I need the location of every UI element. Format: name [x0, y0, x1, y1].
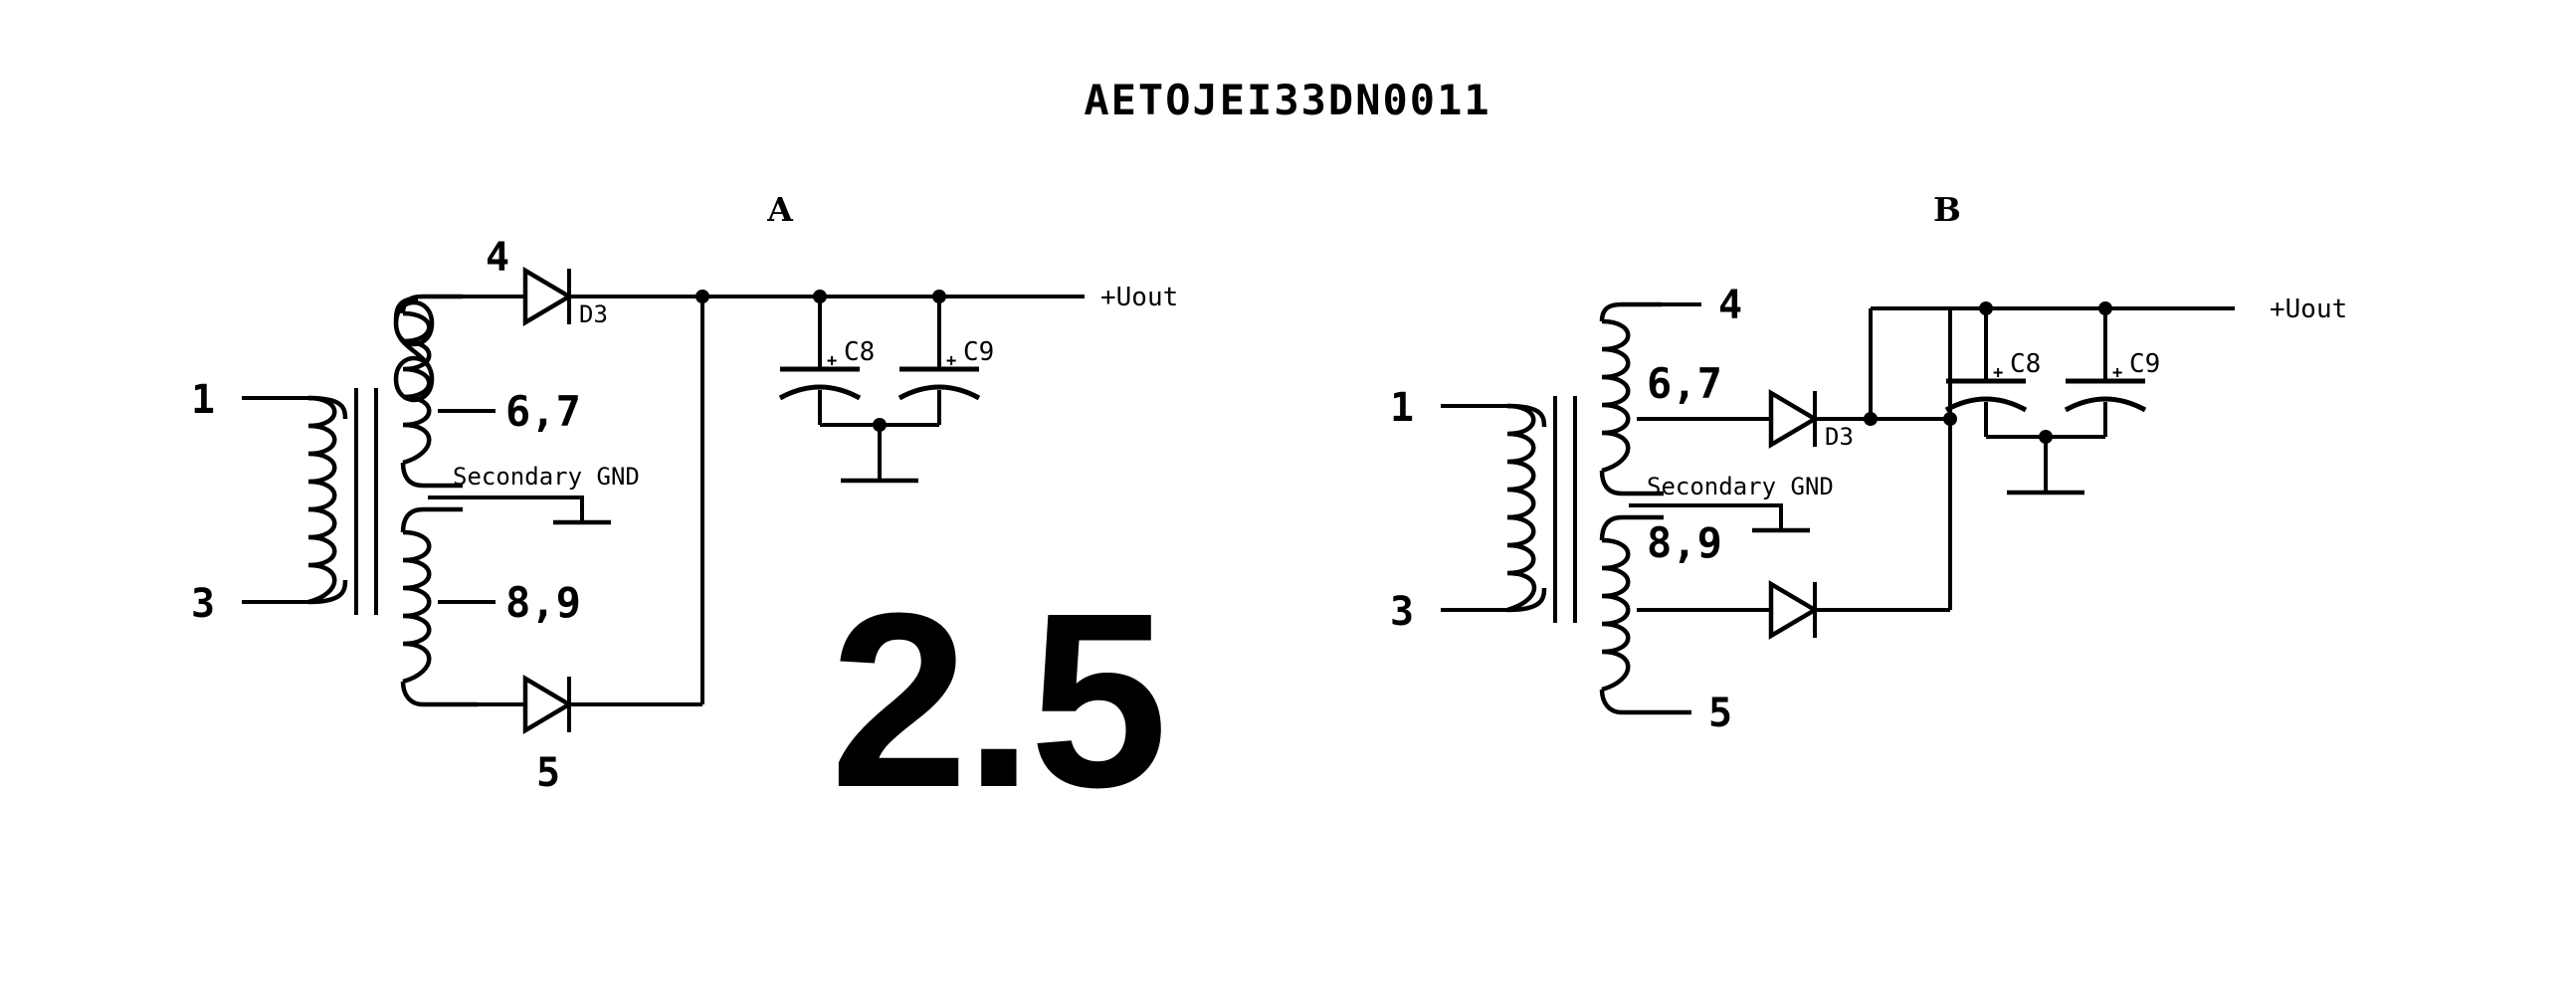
diode-lower-b — [1768, 580, 1950, 640]
circuit-b: B 1 3 — [1390, 190, 2347, 736]
pin-label-5-a: 5 — [536, 750, 560, 796]
diode-lower-a — [478, 675, 702, 734]
output-label-b: +Uout — [2270, 295, 2347, 324]
circuit-a: A 1 3 — [191, 190, 1178, 796]
output-bus-a: +Uout + C8 + C9 — [702, 283, 1178, 484]
transformer-primary-b: 1 3 — [1390, 385, 1547, 635]
capacitor-polarity-c8-a: + — [827, 351, 837, 371]
section-label-b: B — [1933, 190, 1961, 229]
secondary-gnd-a: Secondary GND — [428, 463, 640, 525]
capacitor-ground-a — [820, 418, 939, 484]
transformer-secondary-a: 6,7 8,9 4 5 — [393, 235, 581, 796]
tap-label-67-a: 6,7 — [505, 387, 581, 436]
capacitor-ref-c8-a: C8 — [844, 337, 875, 367]
watermark-overlay: 2.5 — [830, 561, 1164, 839]
junction-dot — [1864, 412, 1878, 426]
pin-label-3-b: 3 — [1390, 589, 1414, 635]
tap-label-89-a: 8,9 — [505, 578, 581, 627]
diode-d3-a: D3 — [522, 267, 702, 328]
diode-ref-d3-a: D3 — [579, 300, 608, 328]
transformer-primary-a: 1 3 — [191, 377, 348, 627]
pin-label-5-b: 5 — [1708, 691, 1732, 736]
tap-label-89-b: 8,9 — [1647, 518, 1722, 567]
secondary-gnd-label-b: Secondary GND — [1647, 473, 1834, 500]
pin-label-3-a: 3 — [191, 581, 215, 627]
pin-label-4-a: 4 — [486, 235, 509, 281]
pin-label-4-b: 4 — [1718, 283, 1742, 328]
output-label-a: +Uout — [1100, 283, 1178, 312]
tap-label-67-b: 6,7 — [1647, 359, 1722, 408]
pin-label-1-a: 1 — [191, 377, 215, 423]
transformer-secondary-b: 4 5 6,7 8,9 — [1599, 283, 1771, 736]
capacitor-polarity-c9-b: + — [2112, 363, 2122, 383]
capacitor-c9-a: + C9 — [897, 297, 994, 425]
secondary-gnd-b: Secondary GND — [1629, 473, 1834, 533]
capacitor-c8-b: + C8 — [1944, 308, 2041, 437]
capacitor-polarity-c9-a: + — [946, 351, 956, 371]
capacitor-ground-b — [1986, 430, 2105, 496]
output-bus-b: +Uout + C8 + C9 — [1864, 295, 2347, 496]
capacitor-c9-b: + C9 — [2064, 308, 2160, 437]
capacitor-ref-c9-b: C9 — [2129, 349, 2160, 379]
diode-d3-b: D3 — [1768, 389, 1950, 451]
capacitor-ref-c9-a: C9 — [963, 337, 994, 367]
transformer-core-a — [354, 388, 378, 615]
transformer-core-b — [1553, 396, 1577, 623]
pin-label-1-b: 1 — [1390, 385, 1414, 431]
diode-ref-d3-b: D3 — [1825, 423, 1854, 451]
secondary-gnd-label-a: Secondary GND — [453, 463, 640, 491]
section-label-a: A — [766, 190, 793, 229]
capacitor-ref-c8-b: C8 — [2010, 349, 2041, 379]
diagram-title: AETOJEI33DN0011 — [1084, 76, 1490, 124]
capacitor-polarity-c8-b: + — [1993, 363, 2003, 383]
output-rail-a — [695, 290, 709, 704]
output-rail-b — [1871, 306, 1957, 610]
capacitor-c8-a: + C8 — [778, 297, 875, 425]
